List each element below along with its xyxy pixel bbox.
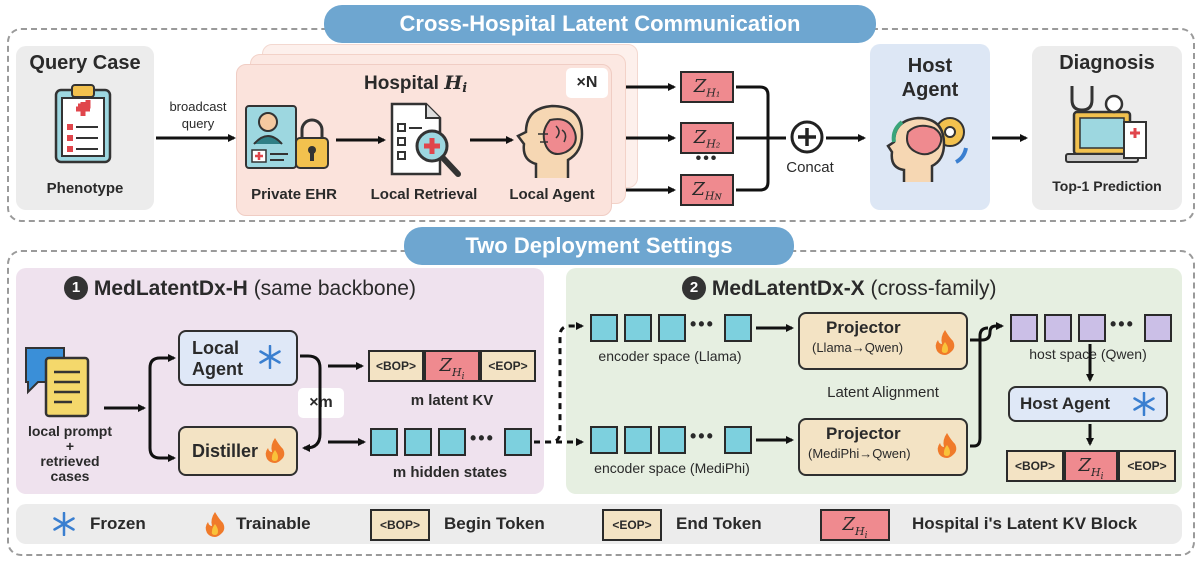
plus-circle-icon: [789, 119, 825, 155]
legend-eop-token: <EOP>: [602, 509, 662, 541]
setting-h-number: 1: [64, 276, 88, 300]
flame-icon: [264, 437, 286, 463]
host-ellipsis: •••: [1110, 314, 1135, 334]
flame-icon: [936, 432, 958, 458]
x-bop-token: <BOP>: [1006, 450, 1064, 482]
setting-h-header: 1 MedLatentDx-H (same backbone): [64, 276, 416, 301]
local-agent-label: Local Agent: [509, 186, 595, 203]
hidden-state-3: [438, 428, 466, 456]
brain-head-icon: [516, 104, 592, 180]
diagnosis-caption: Top-1 Prediction: [1052, 178, 1162, 194]
kv-caption: m latent KV: [410, 392, 494, 409]
hospital-title: Hospital Hi: [364, 72, 468, 96]
setting-x-number: 2: [682, 276, 706, 300]
llama-ellipsis: •••: [690, 314, 715, 334]
legend-end: End Token: [676, 514, 762, 533]
mediphi-state-1: [590, 426, 618, 454]
hidden-state-1: [370, 428, 398, 456]
snowflake-icon: [258, 345, 282, 369]
top-title: Cross-Hospital Latent Communication: [324, 5, 876, 43]
legend-kv-block: Hospital i's Latent KV Block: [912, 514, 1138, 533]
hospital-multiplier-badge: ×N: [566, 68, 608, 98]
snowflake-icon: [52, 512, 76, 536]
llama-state-m: [724, 314, 752, 342]
chat-docs-icon: [22, 342, 98, 422]
host-state-2: [1044, 314, 1072, 342]
host-brain-icon: [886, 112, 976, 184]
latent-alignment-label: Latent Alignment: [827, 384, 939, 401]
mediphi-state-2: [624, 426, 652, 454]
legend-bar: [16, 504, 1182, 544]
legend-trainable: Trainable: [236, 514, 311, 533]
z-hn-token: ZHɴ: [680, 174, 734, 206]
hidden-ellipsis: •••: [470, 428, 495, 448]
concat-label: Concat: [786, 159, 834, 176]
clipboard-icon: [52, 82, 114, 166]
snowflake-icon: [1132, 392, 1156, 416]
host-state-m: [1144, 314, 1172, 342]
mediphi-state-m: [724, 426, 752, 454]
legend-bop-token: <BOP>: [370, 509, 430, 541]
ehr-lock-icon: [244, 104, 334, 180]
hidden-state-m: [504, 428, 532, 456]
host-state-3: [1078, 314, 1106, 342]
h-eop-token: <EOP>: [480, 350, 536, 382]
x-z-token: ZHi: [1064, 450, 1118, 482]
h-bop-token: <BOP>: [368, 350, 424, 382]
host-space-caption: host space (Qwen): [1029, 346, 1147, 362]
host-agent-box: Host Agent: [1008, 386, 1168, 422]
private-ehr-label: Private EHR: [251, 186, 337, 203]
llama-state-3: [658, 314, 686, 342]
hidden-state-2: [404, 428, 432, 456]
setting-h-name: MedLatentDx-H: [93, 277, 248, 300]
times-m-badge: ×m: [298, 388, 344, 418]
z-h2-token: ZH₂: [680, 122, 734, 154]
legend-frozen: Frozen: [90, 514, 146, 533]
z-h1-token: ZH₁: [680, 71, 734, 103]
flame-icon: [934, 329, 956, 355]
second-title: Two Deployment Settings: [404, 227, 794, 265]
enc-mediphi-caption: encoder space (MediPhi): [594, 460, 750, 476]
diagnosis-laptop-icon: [1064, 82, 1154, 168]
llama-state-2: [624, 314, 652, 342]
legend-z-token: ZHi: [820, 509, 890, 541]
diagnosis-title: Diagnosis: [1059, 52, 1155, 74]
retrieval-icon: [388, 102, 468, 180]
mediphi-ellipsis: •••: [690, 426, 715, 446]
setting-x-header: 2 MedLatentDx-X (cross-family): [682, 276, 997, 301]
llama-state-1: [590, 314, 618, 342]
h-z-token: ZHi: [424, 350, 480, 382]
query-case-title: Query Case: [29, 52, 141, 74]
flame-icon: [204, 511, 226, 537]
host-state-1: [1010, 314, 1038, 342]
x-eop-token: <EOP>: [1118, 450, 1176, 482]
query-case-caption: Phenotype: [46, 180, 124, 197]
mediphi-state-3: [658, 426, 686, 454]
projector-llama-box: Projector (Llama→Qwen): [798, 312, 968, 370]
hidden-caption: m hidden states: [392, 464, 508, 481]
latents-ellipsis: •••: [695, 150, 719, 167]
enc-llama-caption: encoder space (Llama): [598, 348, 742, 364]
setting-h-desc: (same backbone): [247, 277, 416, 300]
local-retrieval-label: Local Retrieval: [370, 186, 478, 203]
legend-begin: Begin Token: [444, 514, 545, 533]
setting-x-name: MedLatentDx-X: [711, 277, 865, 300]
setting-x-desc: (cross-family): [864, 277, 997, 300]
